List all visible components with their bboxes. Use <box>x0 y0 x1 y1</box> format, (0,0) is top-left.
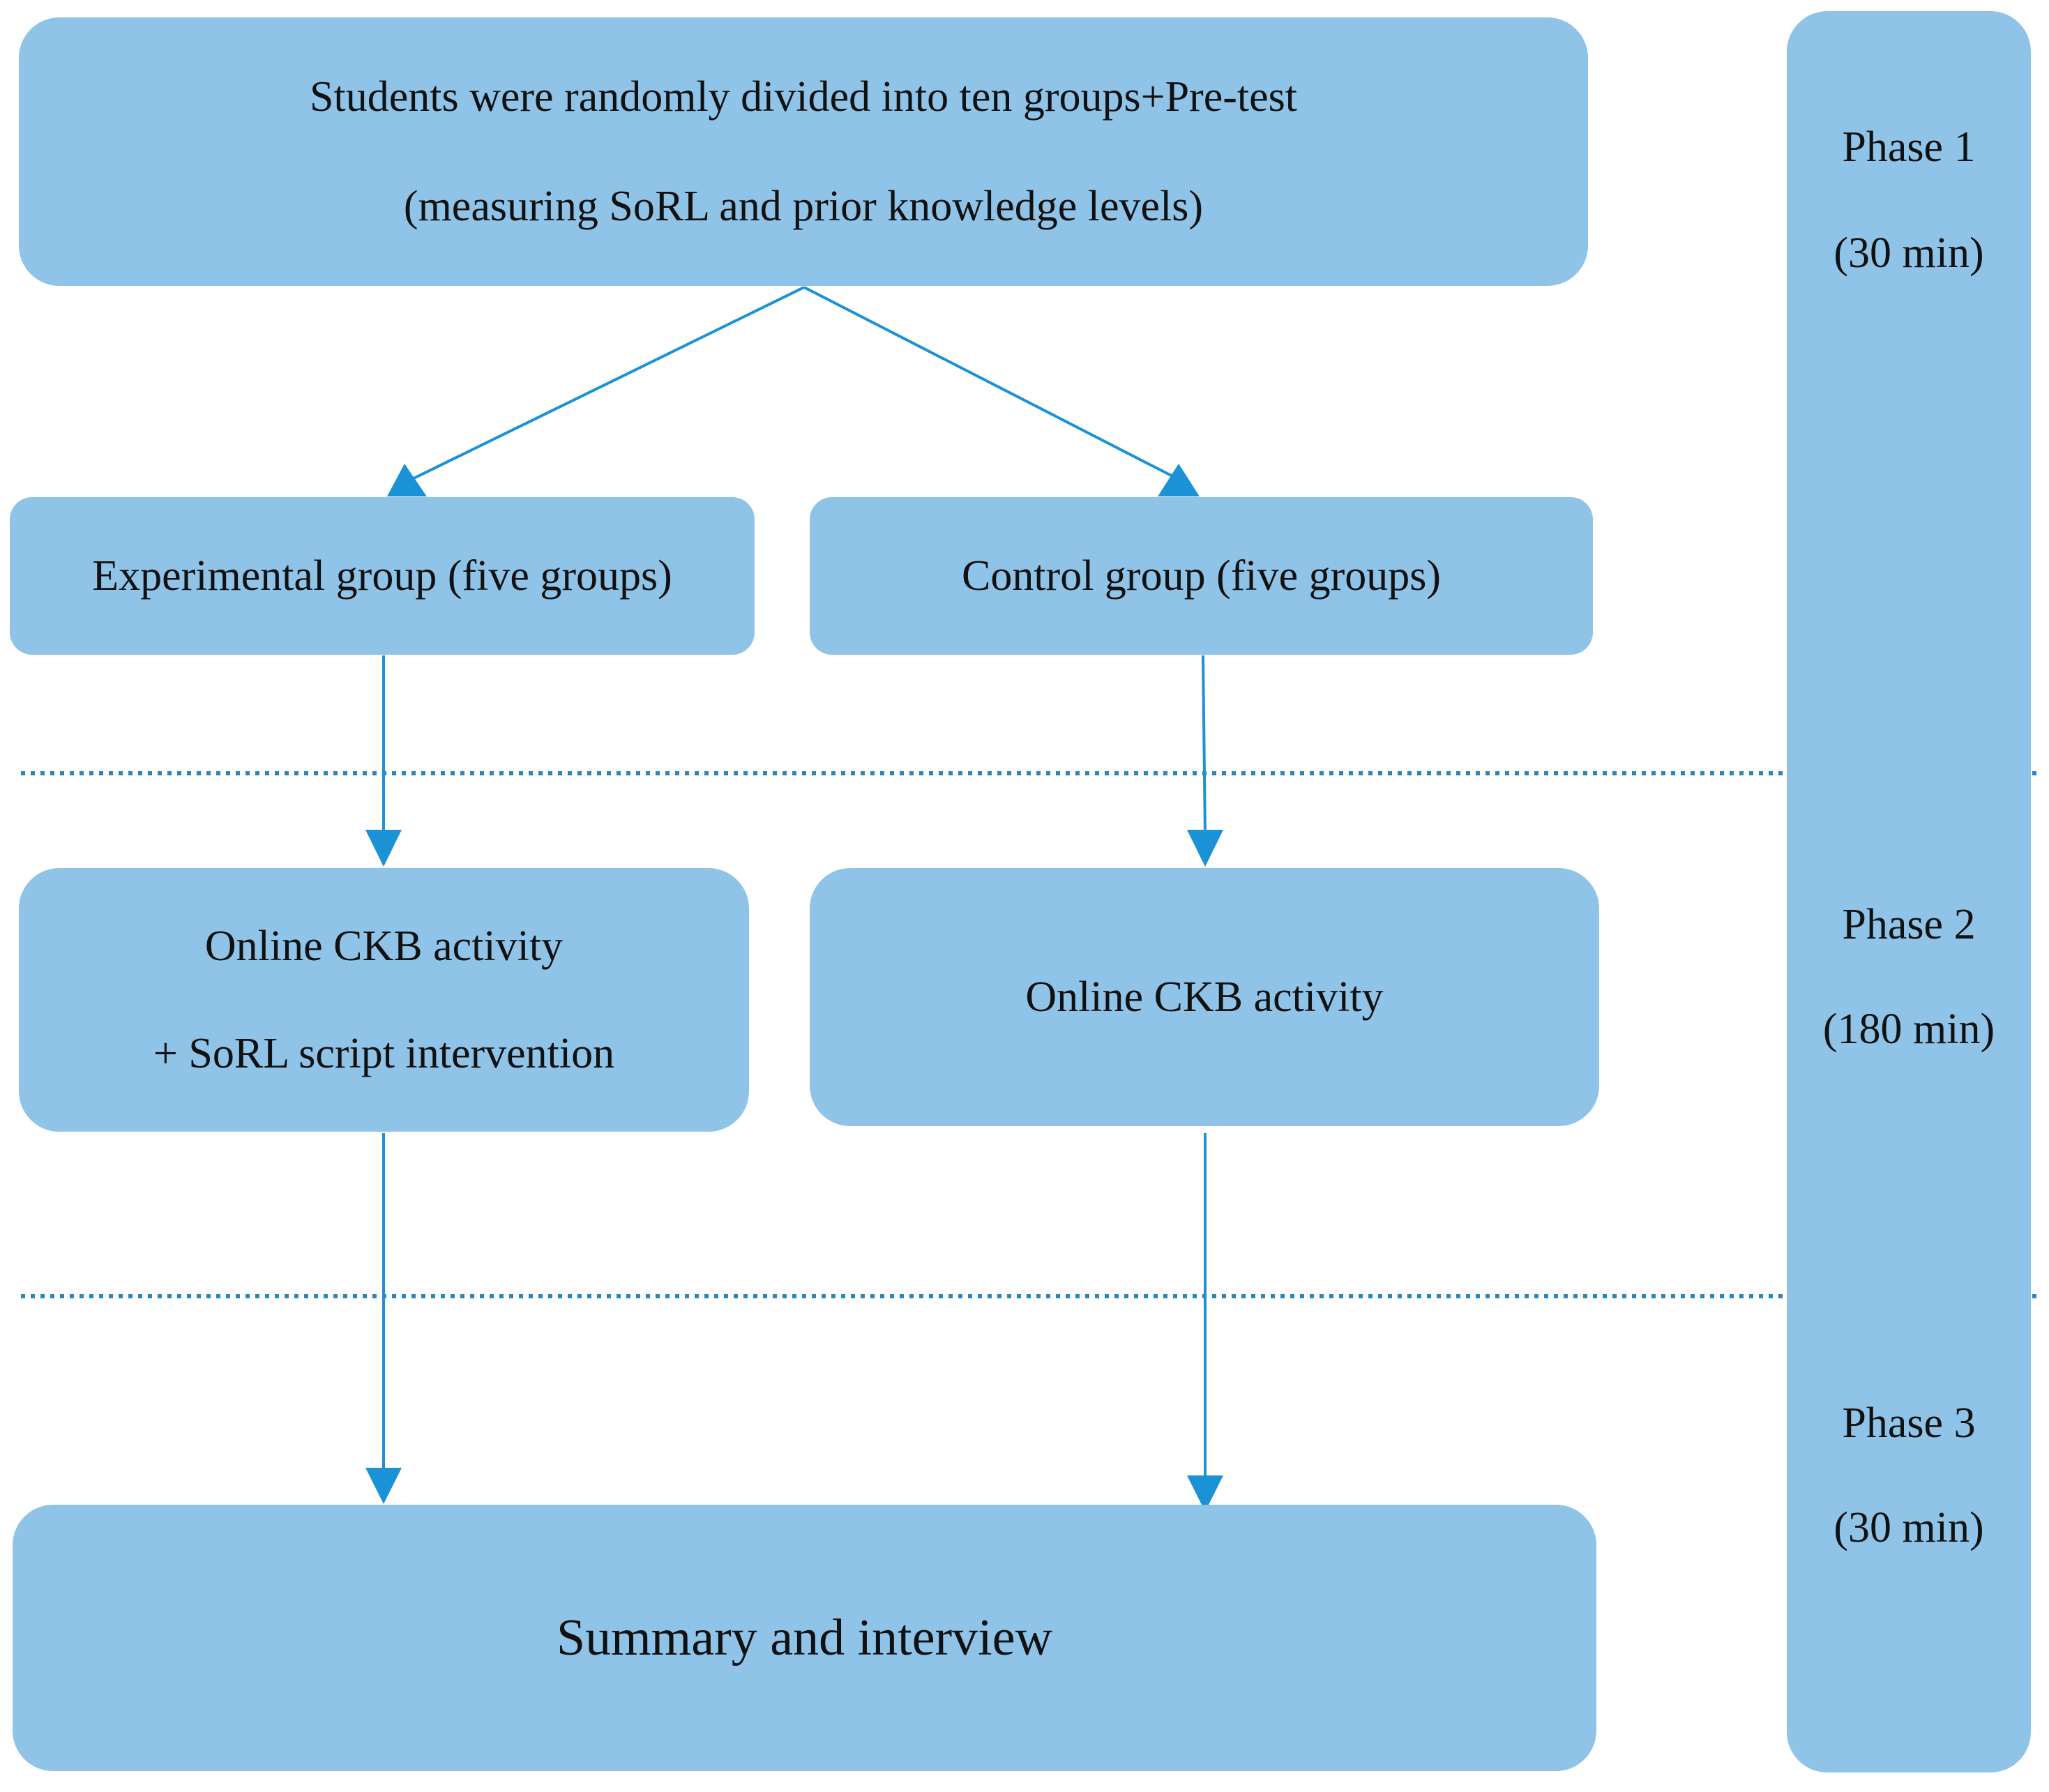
phase-2-name: Phase 2 <box>1842 901 1976 948</box>
control-activity-box: Online CKB activity <box>810 868 1599 1126</box>
control-group-box: Control group (five groups) <box>810 497 1593 655</box>
pretest-box: Students were randomly divided into ten … <box>19 17 1588 286</box>
arrowhead-experimental-activity <box>365 830 402 867</box>
summary-label: Summary and interview <box>556 1609 1053 1666</box>
experimental-group-box: Experimental group (five groups) <box>10 497 755 655</box>
experimental-activity-line1: Online CKB activity <box>204 922 564 970</box>
arrow-to-experimental-group <box>407 286 805 483</box>
arrowhead-control-activity <box>1187 830 1223 867</box>
experimental-activity-line2: + SoRL script intervention <box>153 1030 615 1077</box>
arrow-heads <box>365 464 1223 1512</box>
phase-1-name: Phase 1 <box>1842 123 1976 171</box>
control-activity-label: Online CKB activity <box>1025 973 1384 1021</box>
experimental-activity-box: Online CKB activity + SoRL script interv… <box>19 868 749 1132</box>
experimental-group-label: Experimental group (five groups) <box>92 552 672 600</box>
arrowhead-ctrl-summary <box>1187 1475 1223 1512</box>
arrowhead-exp-summary <box>365 1468 402 1504</box>
phase-1-duration: (30 min) <box>1833 229 1984 277</box>
arrowhead-experimental-group <box>387 464 427 496</box>
phase-2-label: Phase 2 (180 min) <box>1787 903 2031 1051</box>
control-group-label: Control group (five groups) <box>961 552 1442 600</box>
pretest-subtitle: (measuring SoRL and prior knowledge leve… <box>403 183 1204 230</box>
phase-divider-lines <box>21 771 2036 1298</box>
phase-column <box>1787 11 2031 1772</box>
arrowhead-control-group <box>1158 464 1200 496</box>
phase-1-label: Phase 1 (30 min) <box>1787 126 2031 275</box>
pretest-title: Students were randomly divided into ten … <box>310 73 1297 121</box>
arrow-to-control-activity <box>1202 655 1207 837</box>
summary-box: Summary and interview <box>13 1505 1596 1771</box>
arrow-to-control-group <box>803 286 1183 483</box>
arrow-lines <box>382 286 1207 1478</box>
phase-3-name: Phase 3 <box>1842 1399 1976 1447</box>
phase-3-duration: (30 min) <box>1833 1504 1984 1551</box>
phase-3-label: Phase 3 (30 min) <box>1787 1402 2031 1549</box>
phase-2-duration: (180 min) <box>1822 1005 1995 1053</box>
